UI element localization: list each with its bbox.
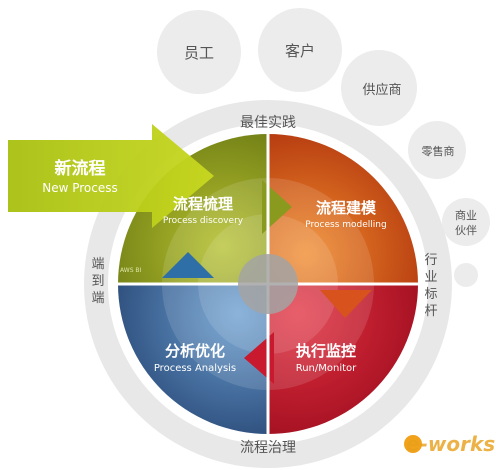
eworks-logo: e-works: [404, 432, 495, 456]
ring-label-left-3: 端: [91, 291, 104, 306]
analysis-label-zh: 分析优化: [165, 342, 225, 360]
ring-label-left-2: 到: [91, 274, 104, 289]
monitor-label-en: Run/Monitor: [296, 363, 357, 374]
ring-label-bottom: 流程治理: [240, 440, 296, 456]
stakeholder-employees: 员工: [184, 44, 214, 62]
modelling-label-zh: 流程建模: [316, 199, 377, 217]
ring-label-right-4: 杆: [424, 304, 437, 319]
discovery-label-en: Process discovery: [163, 216, 244, 226]
monitor-label-zh: 执行监控: [296, 342, 356, 360]
stakeholder-partners-line2: 伙伴: [455, 224, 477, 237]
stakeholder-circle-employees: [157, 10, 241, 94]
ring-label-top: 最佳实践: [240, 115, 296, 131]
analysis-label-en: Process Analysis: [154, 363, 236, 374]
stakeholder-circle-suppliers: [341, 50, 417, 126]
stakeholder-customers: 客户: [285, 42, 315, 60]
discovery-label-zh: 流程梳理: [173, 195, 233, 213]
modelling-label-en: Process modelling: [305, 220, 386, 230]
new-process-label-zh: 新流程: [55, 158, 106, 179]
cycle-arrowhead-discovery: [162, 252, 214, 278]
small-mark: AWS BI: [120, 267, 142, 274]
stakeholder-partners-line1: 商业: [455, 208, 477, 222]
ring-label-left-1: 端: [91, 257, 104, 272]
eworks-watermark: e-works: [406, 432, 495, 456]
new-process-arrow: [8, 124, 214, 228]
stakeholder-circle-retailers: [408, 121, 466, 179]
ring-label-right-2: 业: [424, 270, 437, 285]
outer-ring: [84, 100, 452, 468]
stakeholder-retailers: 零售商: [422, 144, 455, 158]
ring-label-right-1: 行: [424, 253, 437, 268]
new-process-label-en: New Process: [42, 181, 118, 195]
stakeholder-circle-small: [454, 263, 478, 287]
center-hub: [238, 254, 298, 314]
stakeholder-circle-customers: [258, 8, 342, 92]
stakeholder-circle-partners: [442, 198, 490, 246]
cycle-arrowhead-monitor: [320, 290, 372, 318]
stakeholder-suppliers: 供应商: [362, 82, 401, 98]
ring-label-right-3: 标: [424, 287, 437, 302]
